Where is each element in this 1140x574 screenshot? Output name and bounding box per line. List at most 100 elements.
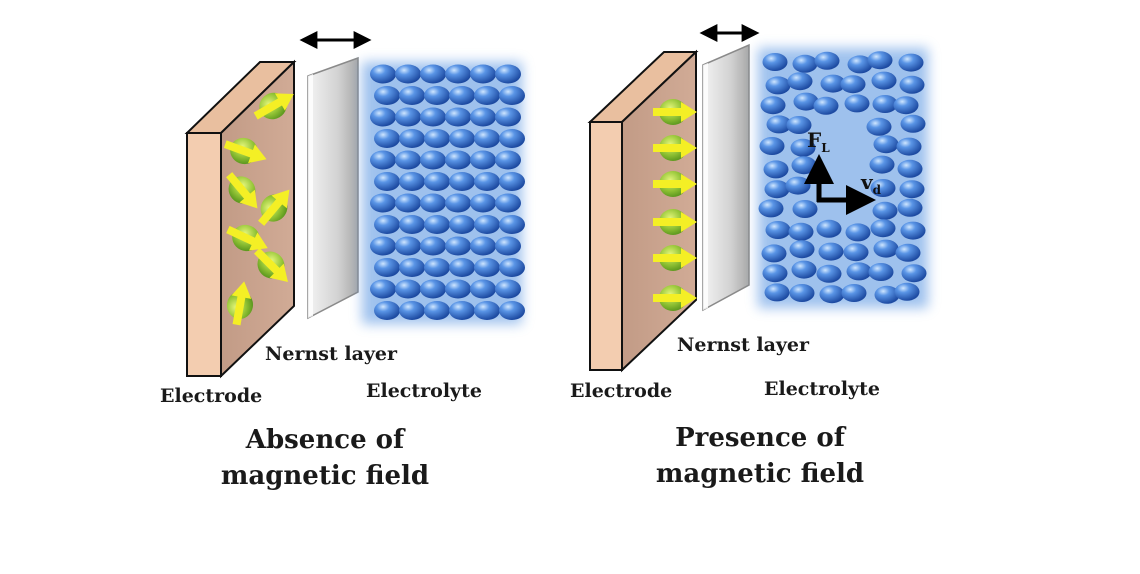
- ion-sphere: [370, 237, 396, 256]
- ion-sphere: [374, 129, 400, 148]
- ion-sphere: [399, 129, 425, 148]
- ion-sphere: [495, 194, 521, 213]
- caption-line-1: Presence of: [620, 420, 900, 456]
- ion-sphere: [399, 258, 425, 277]
- ion-sphere: [869, 263, 894, 281]
- ion-sphere: [790, 284, 815, 302]
- ion-sphere: [424, 215, 450, 234]
- ion-sphere: [420, 237, 446, 256]
- ion-sphere: [874, 135, 899, 153]
- ion-sphere: [420, 151, 446, 170]
- ion-sphere: [764, 160, 789, 178]
- ion-sphere: [495, 151, 521, 170]
- ion-sphere: [817, 265, 842, 283]
- ion-sphere: [499, 215, 525, 234]
- ion-sphere: [449, 129, 475, 148]
- nernst-layer-plate: [703, 45, 749, 310]
- nernst-layer-label: Nernst layer: [677, 334, 809, 356]
- ion-sphere: [374, 172, 400, 191]
- ion-sphere: [900, 180, 925, 198]
- ion-sphere: [817, 220, 842, 238]
- ion-sphere: [792, 156, 817, 174]
- ion-sphere: [792, 261, 817, 279]
- electrode-label: Electrode: [160, 385, 262, 407]
- ion-sphere: [370, 65, 396, 84]
- ion-sphere: [765, 283, 790, 301]
- ion-sphere: [793, 55, 818, 73]
- ion-sphere: [495, 237, 521, 256]
- ion-sphere: [470, 108, 496, 127]
- ion-sphere: [902, 264, 927, 282]
- ion-sphere: [872, 72, 897, 90]
- ion-sphere: [841, 75, 866, 93]
- ion-sphere: [445, 108, 471, 127]
- ion-sphere: [873, 202, 898, 220]
- ion-sphere: [495, 280, 521, 299]
- caption-line-1: Absence of: [190, 422, 460, 458]
- ion-sphere: [420, 65, 446, 84]
- ion-sphere: [763, 264, 788, 282]
- ion-sphere: [424, 258, 450, 277]
- ion-sphere: [474, 301, 500, 320]
- ion-sphere: [445, 65, 471, 84]
- nernst-layer-plate: [308, 58, 358, 318]
- ion-sphere: [820, 285, 845, 303]
- ion-sphere: [445, 237, 471, 256]
- ion-sphere: [449, 301, 475, 320]
- ion-sphere: [814, 97, 839, 115]
- ion-sphere: [449, 215, 475, 234]
- ion-sphere: [499, 86, 525, 105]
- ion-sphere: [470, 151, 496, 170]
- ion-sphere: [759, 199, 784, 217]
- ion-sphere: [370, 194, 396, 213]
- ion-sphere: [424, 129, 450, 148]
- ion-sphere: [474, 215, 500, 234]
- panel-caption: Absence of magnetic field: [190, 422, 460, 494]
- lorentz-force-label: FL: [807, 128, 830, 155]
- ion-sphere: [420, 280, 446, 299]
- ion-sphere: [819, 243, 844, 261]
- ion-sphere: [420, 108, 446, 127]
- ion-sphere: [449, 258, 475, 277]
- drift-velocity-label: vd: [861, 170, 881, 197]
- ion-sphere: [399, 86, 425, 105]
- ion-sphere: [395, 108, 421, 127]
- ion-sphere: [766, 221, 791, 239]
- ion-sphere: [895, 283, 920, 301]
- ion-sphere: [762, 244, 787, 262]
- ion-sphere: [786, 177, 811, 195]
- ion-sphere: [470, 65, 496, 84]
- ion-sphere: [763, 53, 788, 71]
- ion-sphere: [499, 129, 525, 148]
- ion-sphere: [470, 194, 496, 213]
- ion-sphere: [898, 160, 923, 178]
- ion-sphere: [495, 65, 521, 84]
- electrolyte-label: Electrolyte: [366, 380, 482, 402]
- ion-sphere: [495, 108, 521, 127]
- ion-sphere: [395, 151, 421, 170]
- ion-sphere: [901, 115, 926, 133]
- ion-sphere: [399, 301, 425, 320]
- ion-sphere: [845, 94, 870, 112]
- ion-sphere: [842, 284, 867, 302]
- ion-sphere: [761, 96, 786, 114]
- ion-sphere: [399, 172, 425, 191]
- ion-sphere: [420, 194, 446, 213]
- ion-sphere: [370, 280, 396, 299]
- ion-sphere: [470, 237, 496, 256]
- ion-sphere: [765, 180, 790, 198]
- ion-sphere: [470, 280, 496, 299]
- ion-sphere: [449, 172, 475, 191]
- ion-sphere: [399, 215, 425, 234]
- ion-sphere: [868, 51, 893, 69]
- ion-sphere: [395, 65, 421, 84]
- ion-sphere: [395, 280, 421, 299]
- ion-sphere: [760, 137, 785, 155]
- ion-sphere: [867, 118, 892, 136]
- ion-sphere: [793, 200, 818, 218]
- ion-sphere: [790, 240, 815, 258]
- caption-line-2: magnetic field: [620, 456, 900, 492]
- ion-sphere: [897, 138, 922, 156]
- panel-presence: [590, 33, 928, 370]
